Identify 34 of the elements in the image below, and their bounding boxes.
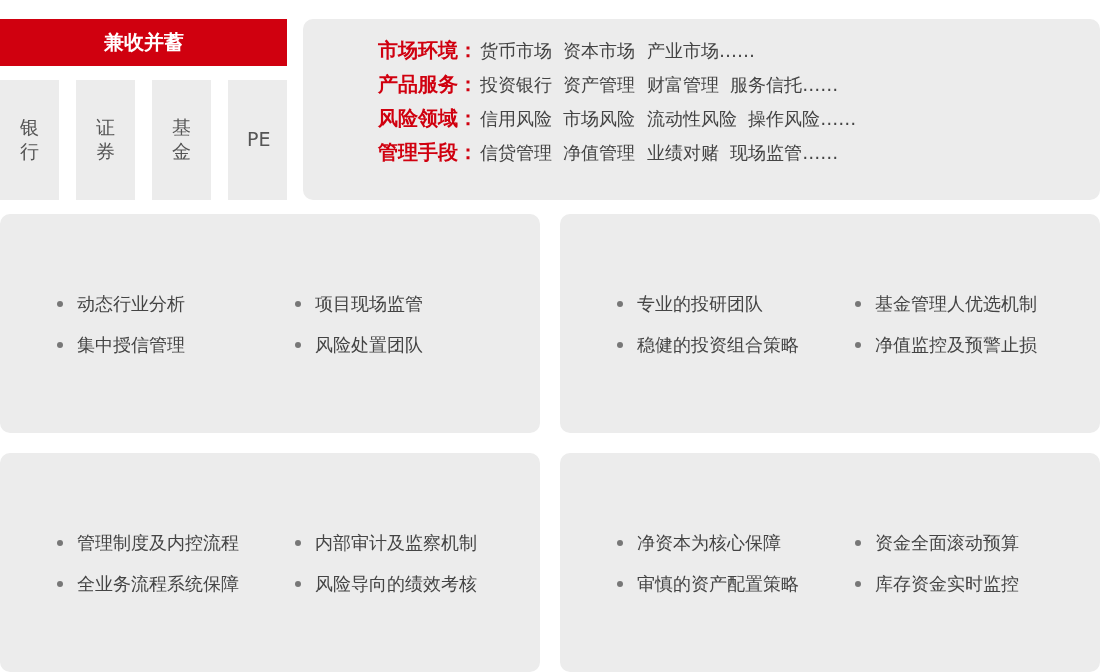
- bullet-item: 内部审计及监察机制: [293, 531, 553, 555]
- bullet-item: 专业的投研团队: [615, 292, 853, 316]
- row-items: 信用风险 市场风险 流动性风险 操作风险……: [480, 106, 857, 131]
- bullet-item: 基金管理人优选机制: [853, 292, 1100, 316]
- row-heading: 风险领域：: [378, 105, 478, 132]
- info-panel: [0, 453, 540, 672]
- label-text: 兼收并蓄: [103, 29, 184, 56]
- bullet-item: 净值监控及预警止损: [853, 333, 1100, 357]
- bullet-item: 全业务流程系统保障: [55, 572, 293, 596]
- bullet-item: 风险导向的绩效考核: [293, 572, 553, 596]
- info-panel: [560, 214, 1100, 433]
- bullet-item: 资金全面滚动预算: [853, 531, 1100, 555]
- bullet-item: 净资本为核心保障: [615, 531, 853, 555]
- row-items: 信贷管理 净值管理 业绩对赌 现场监管……: [480, 140, 840, 165]
- label-text: PE: [247, 128, 268, 152]
- info-panel: [560, 453, 1100, 672]
- bullet-item: 稳健的投资组合策略: [615, 333, 853, 357]
- title-banner: [0, 19, 287, 66]
- row-items: 投资银行 资产管理 财富管理 服务信托……: [480, 72, 840, 97]
- label-text: 证券: [95, 116, 116, 164]
- bullet-item: 风险处置团队: [293, 333, 553, 357]
- bullet-item: 管理制度及内控流程: [55, 531, 293, 555]
- row-heading: 管理手段：: [378, 139, 478, 166]
- bullet-item: 动态行业分析: [55, 292, 293, 316]
- label-text: 银行: [19, 116, 40, 164]
- bullet-item: 项目现场监管: [293, 292, 553, 316]
- row-heading: 产品服务：: [378, 71, 478, 98]
- bullet-item: 集中授信管理: [55, 333, 293, 357]
- bullet-item: 库存资金实时监控: [853, 572, 1100, 596]
- row-heading: 市场环境：: [378, 37, 478, 64]
- label-text: 基金: [171, 116, 192, 164]
- row-items: 货币市场 资本市场 产业市场……: [480, 38, 756, 63]
- bullet-item: 审慎的资产配置策略: [615, 572, 853, 596]
- info-panel: [0, 214, 540, 433]
